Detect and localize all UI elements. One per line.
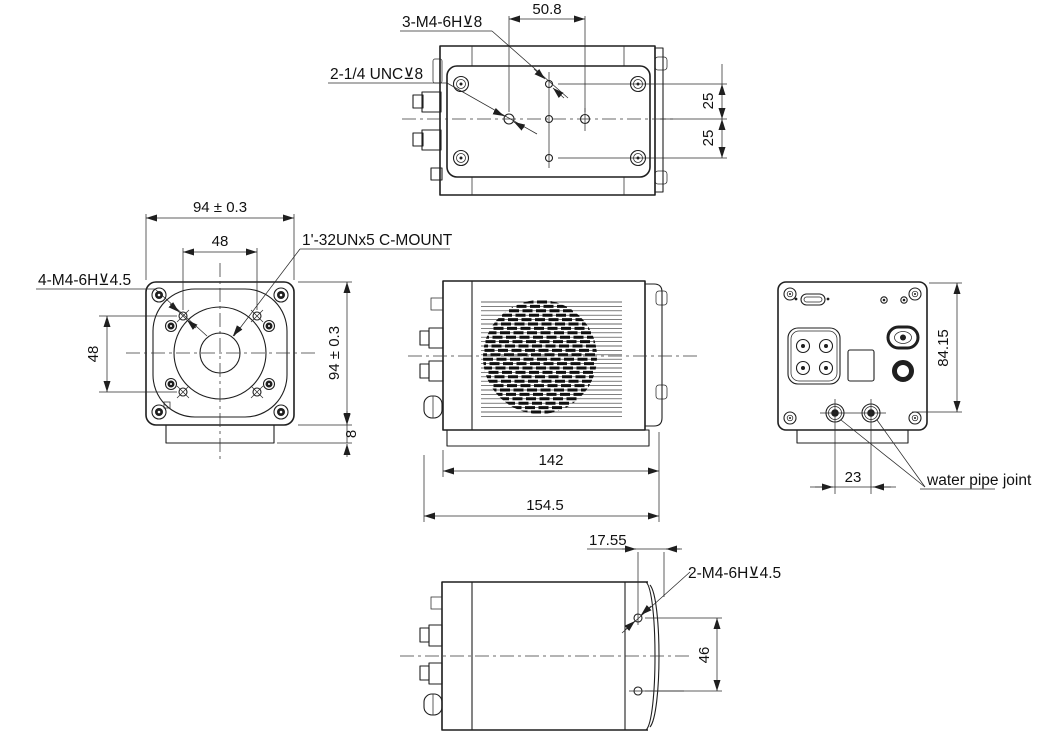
front-dim-height: 94 ± 0.3 (298, 281, 352, 426)
top-view-holes (503, 72, 591, 168)
front-label-cmount: 1'-32UNx5 C-MOUNT (232, 232, 453, 337)
bottom-label-2m4: 2-M4-6H⊻4.5 (621, 565, 781, 634)
bottom-connectors (419, 596, 443, 716)
side-view: 142 154.5 (408, 280, 700, 522)
dim-joint-spacing: 23 (845, 469, 862, 486)
power-connector (787, 327, 841, 385)
label-lens-mount: 1'-32UNx5 C-MOUNT (302, 232, 453, 249)
dim-hole-spacing: 50.8 (532, 1, 561, 18)
bottom-dim-46: 46 (645, 617, 722, 692)
front-dim-48-h: 48 (182, 233, 258, 310)
dim-body-length: 142 (538, 452, 563, 469)
front-dim-flange: 8 (277, 411, 360, 457)
side-connectors (419, 297, 444, 419)
label-tripod-thread: 2-1/4 UNC⊻8 (330, 66, 423, 83)
dim-hole-pitch-v: 48 (85, 346, 102, 363)
back-base-flange (796, 429, 909, 444)
round-port (892, 360, 914, 382)
front-m4-holes (176, 309, 264, 399)
back-dim-84-15: 84.15 (912, 282, 962, 413)
round-connector (423, 395, 443, 419)
bnc-connector (419, 624, 443, 647)
top-view-connectors (412, 58, 443, 181)
side-dim-154-5: 154.5 (423, 455, 659, 522)
usb-connector (794, 293, 830, 306)
front-body-outline (145, 281, 295, 426)
front-dim-width: 94 ± 0.3 (145, 199, 295, 280)
side-base-flange (446, 429, 650, 447)
top-dim-50-8: 50.8 (508, 1, 586, 112)
bnc-connector (412, 91, 442, 113)
front-bezel-screws (164, 319, 276, 391)
top-view-screws (452, 75, 647, 167)
dim-hole-offset: 17.55 (589, 532, 627, 549)
back-corner-screws (783, 287, 922, 425)
index-mark (163, 401, 171, 409)
round-connector (423, 693, 443, 716)
rear-cap (645, 283, 663, 427)
bottom-dim-17-55: 17.55 (587, 532, 682, 597)
front-corner-screws (151, 287, 289, 420)
label-2m4-holes: 2-M4-6H⊻4.5 (688, 565, 781, 582)
dim-overall-length: 154.5 (526, 497, 564, 514)
dim-hole-pitch-h: 48 (212, 233, 229, 250)
dim-joint-height: 84.15 (935, 329, 952, 367)
dim-hole-spacing-46: 46 (696, 647, 713, 664)
dim-row-pitch-lower: 25 (700, 130, 717, 147)
back-view: 84.15 23 water pipe joint (777, 281, 1032, 494)
bottom-view: 46 17.55 2-M4-6H⊻4.5 (400, 532, 781, 731)
indicator-leds (880, 296, 908, 304)
io-port (847, 349, 875, 382)
side-dim-142: 142 (442, 432, 660, 522)
front-dim-48-v: 48 (85, 315, 177, 393)
back-dim-23: 23 (810, 469, 896, 491)
bnc-connector (419, 327, 444, 349)
label-3m4-holes: 3-M4-6H⊻8 (402, 14, 482, 31)
back-label-water: water pipe joint (840, 419, 1032, 490)
dim-flange-height: 8 (343, 430, 360, 438)
front-view: 94 ± 0.3 48 4-M4-6H⊻4.5 1'-32UNx5 C-MOUN… (36, 199, 453, 461)
top-view-body (439, 45, 668, 196)
fan-grille (483, 300, 597, 414)
bnc-connector (412, 129, 442, 151)
label-water-pipe-joint: water pipe joint (926, 472, 1032, 489)
top-label-3m4: 3-M4-6H⊻8 (400, 14, 569, 99)
dim-width: 94 ± 0.3 (193, 199, 247, 216)
oval-connector (886, 325, 920, 350)
bnc-connector (419, 360, 444, 382)
top-view: 50.8 25 25 3-M4-6H⊻8 2-1/4 UNC⊻8 (328, 1, 727, 196)
dim-row-pitch-upper: 25 (700, 93, 717, 110)
bnc-connector (419, 662, 443, 685)
dim-height: 94 ± 0.3 (326, 326, 343, 380)
front-label-4m4: 4-M4-6H⊻4.5 (36, 272, 208, 337)
label-4m4-holes: 4-M4-6H⊻4.5 (38, 272, 131, 289)
top-label-unc: 2-1/4 UNC⊻8 (328, 66, 538, 135)
back-panel-outline (777, 281, 928, 431)
bottom-body-outline (441, 581, 648, 731)
bottom-holes (629, 552, 684, 696)
top-dim-25-25: 25 25 (558, 64, 727, 159)
